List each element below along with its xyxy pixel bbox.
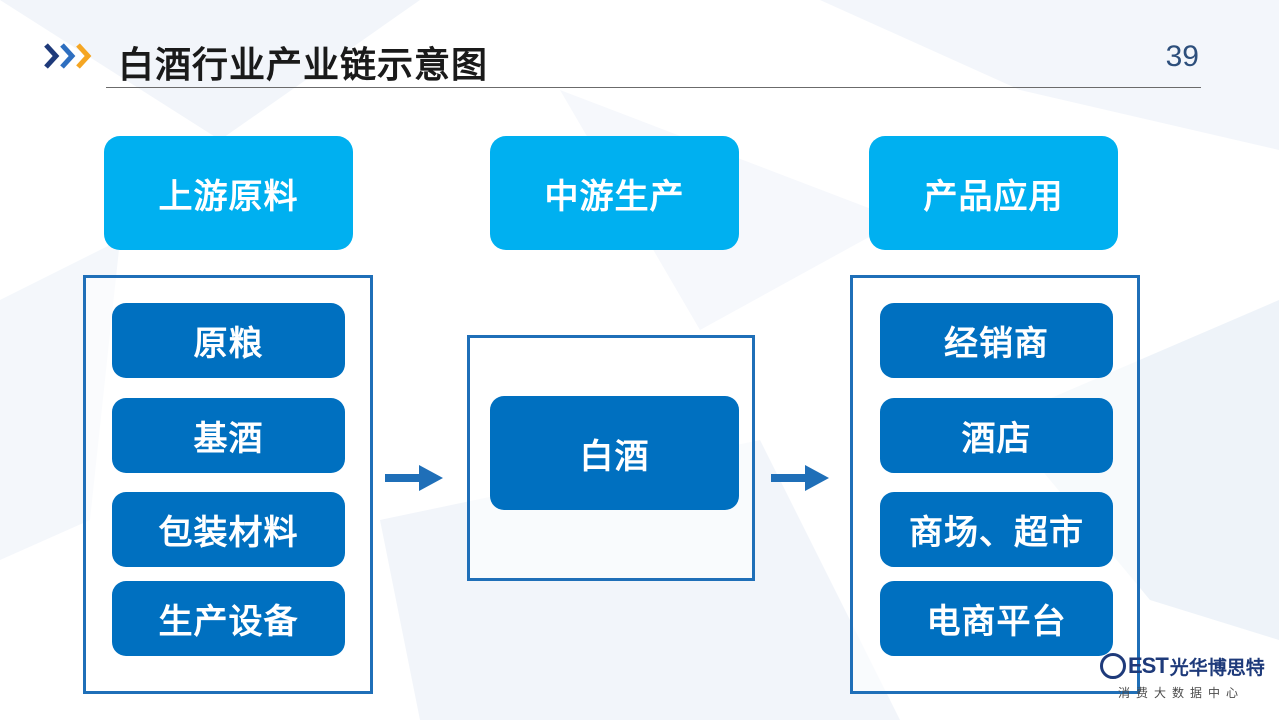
stage-header-midstream: 中游生产 [490,136,739,250]
chevron-arrows-icon [44,43,92,69]
brand-logo: EST 光华博思特 消费大数据中心 [1100,652,1275,702]
right-arrow-icon [771,465,829,491]
stage-header-downstream: 产品应用 [869,136,1118,250]
downstream-item-hotels: 酒店 [880,398,1113,473]
logo-tagline: 消费大数据中心 [1118,686,1245,700]
page-number: 39 [1165,40,1199,73]
downstream-item-malls-supermarkets: 商场、超市 [880,492,1113,567]
logo-brand-latin: EST [1128,653,1169,678]
downstream-item-distributors: 经销商 [880,303,1113,378]
logo-b-mark-icon [1100,653,1126,679]
logo-brand-cn: 光华博思特 [1169,656,1265,679]
downstream-item-ecommerce: 电商平台 [880,581,1113,656]
upstream-item-base-liquor: 基酒 [112,398,345,473]
stage-header-upstream: 上游原料 [104,136,353,250]
upstream-item-grain: 原粮 [112,303,345,378]
right-arrow-icon [385,465,443,491]
midstream-item-baijiu: 白酒 [490,396,739,510]
upstream-item-packaging: 包装材料 [112,492,345,567]
title-divider [106,87,1201,88]
upstream-item-equipment: 生产设备 [112,581,345,656]
page-title: 白酒行业产业链示意图 [118,45,489,86]
